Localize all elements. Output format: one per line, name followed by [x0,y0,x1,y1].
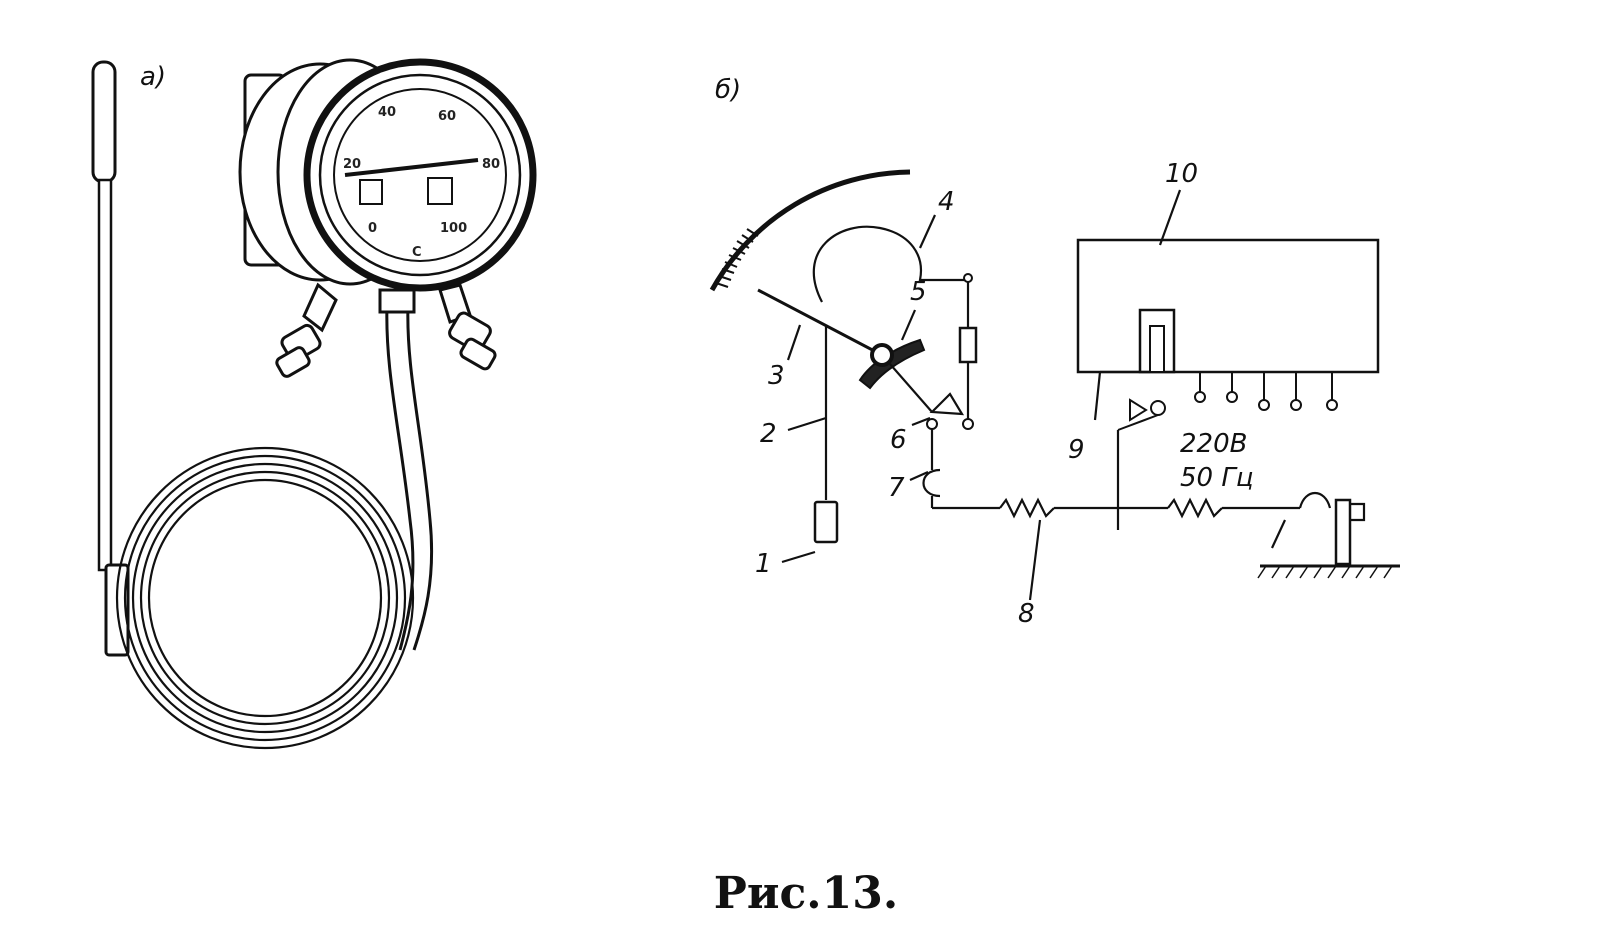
probe-stem [97,178,113,572]
relay-coil [922,468,941,498]
scale-ticks [715,228,759,288]
supply-frequency: 50 Гц [1180,463,1254,493]
dial-tick-label: 100 [440,221,467,236]
dial-tick-label: 20 [343,157,361,172]
dial-scale: 40 60 20 80 0 100 С [343,105,500,260]
switch-post [1334,498,1352,566]
contact-group [929,392,965,416]
part-label: 10 [1165,159,1198,189]
panel-b: б) [709,75,1400,629]
dial-tick-label: 40 [378,105,396,120]
cable-gland-left [275,282,338,378]
part-label: 6 [890,425,907,455]
part-label: 8 [1018,599,1035,629]
part-label: 9 [1068,435,1085,465]
panel-a-label: а) [140,62,166,92]
bourdon-spring [812,225,968,303]
gauge-housing [238,58,537,292]
part-label: 1 [755,549,772,579]
part-label: 5 [910,277,927,307]
indicator-scale-arc [709,169,911,292]
leader-lines [781,189,1182,601]
capillary-fitting [378,288,416,314]
supply-voltage: 220В [1180,429,1247,459]
setpoint-window [427,177,453,205]
pivot [870,343,894,367]
switch [1298,491,1332,509]
thermal-bulb [91,60,117,184]
dial-tick-label: 80 [482,157,500,172]
capillary-coil [115,446,415,750]
dial-pointer [344,158,479,177]
dial-tick-label: 0 [368,221,377,236]
part-label: 3 [768,361,785,391]
part-label: 4 [938,187,955,217]
resistor [1167,497,1223,519]
part-label: 7 [888,473,905,503]
part-label: 2 [760,419,777,449]
figure-caption: Рис.13. [714,868,898,919]
controller-block [1076,238,1380,374]
resistor-8 [999,497,1055,519]
sensing-element [813,500,839,544]
dial-tick-label: С [412,245,422,260]
cable-gland-right [438,283,497,371]
terminals [1194,372,1338,411]
damper [958,326,978,364]
pointer-arrow [757,288,883,357]
dial-tick-label: 60 [438,109,456,124]
panel-b-label: б) [715,75,741,105]
panel-a: а) 40 60 20 80 [91,58,537,750]
capillary-tube [385,304,415,651]
setpoint-window [359,179,383,205]
plug-contact [1117,398,1166,431]
